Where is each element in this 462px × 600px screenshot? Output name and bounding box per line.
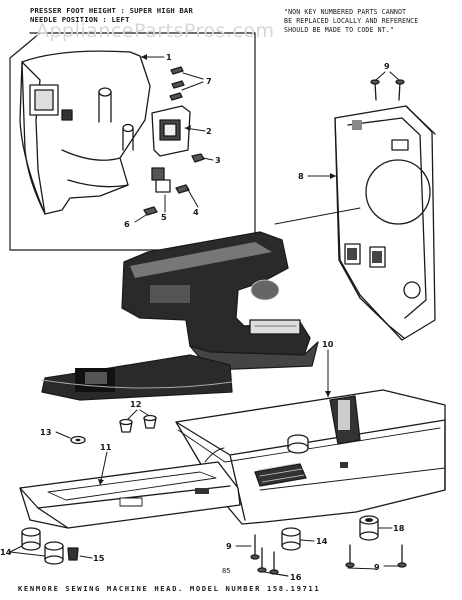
replacement-note-line3: SHOULD BE MADE TO CODE NT." bbox=[284, 26, 394, 34]
rear-cover bbox=[307, 71, 436, 341]
base-tray bbox=[175, 349, 446, 525]
callout-13: 13 bbox=[40, 427, 52, 437]
callout-11: 11 bbox=[100, 442, 112, 452]
callout-1: 1 bbox=[166, 52, 172, 62]
replacement-note-line1: "NON KEY NUMBERED PARTS CANNOT bbox=[284, 8, 407, 16]
callout-14-right: 14 bbox=[316, 536, 328, 546]
callout-9-top: 9 bbox=[384, 61, 390, 71]
callout-5: 5 bbox=[161, 212, 167, 222]
callout-9-bottom-right: 9 bbox=[374, 562, 380, 572]
presser-foot-note: PRESSER FOOT HEIGHT : SUPER HIGH BAR bbox=[30, 6, 193, 15]
callout-18: 18 bbox=[393, 523, 405, 533]
page-number: 85 bbox=[222, 567, 231, 575]
model-footer: KENMORE SEWING MACHINE HEAD. MODEL NUMBE… bbox=[18, 584, 321, 593]
callout-4: 4 bbox=[193, 207, 199, 217]
callout-16: 16 bbox=[290, 572, 302, 582]
callout-8: 8 bbox=[298, 171, 304, 181]
machine-head bbox=[41, 207, 361, 401]
rubber-feet-12 bbox=[119, 409, 157, 433]
callout-3: 3 bbox=[215, 155, 221, 165]
callout-7: 7 bbox=[206, 76, 212, 86]
callout-2: 2 bbox=[206, 126, 212, 136]
callout-14-left: 14 bbox=[0, 547, 12, 557]
inset-leaders bbox=[134, 54, 214, 223]
callout-6: 6 bbox=[124, 219, 130, 229]
arm-extension bbox=[19, 447, 241, 529]
callout-15: 15 bbox=[93, 553, 105, 563]
replacement-note-line2: BE REPLACED LOCALLY AND REFERENCE bbox=[284, 17, 419, 25]
callout-9-bottom-left: 9 bbox=[226, 541, 232, 551]
feet-left bbox=[9, 527, 93, 565]
face-cover-inset bbox=[9, 32, 256, 251]
needle-position-note: NEEDLE POSITION : LEFT bbox=[30, 15, 130, 24]
washer-13 bbox=[55, 431, 86, 445]
feet-right bbox=[235, 515, 407, 577]
watermark: AppliancePartsPros.com bbox=[36, 20, 275, 42]
callout-10: 10 bbox=[322, 339, 334, 349]
callout-12: 12 bbox=[130, 399, 142, 409]
